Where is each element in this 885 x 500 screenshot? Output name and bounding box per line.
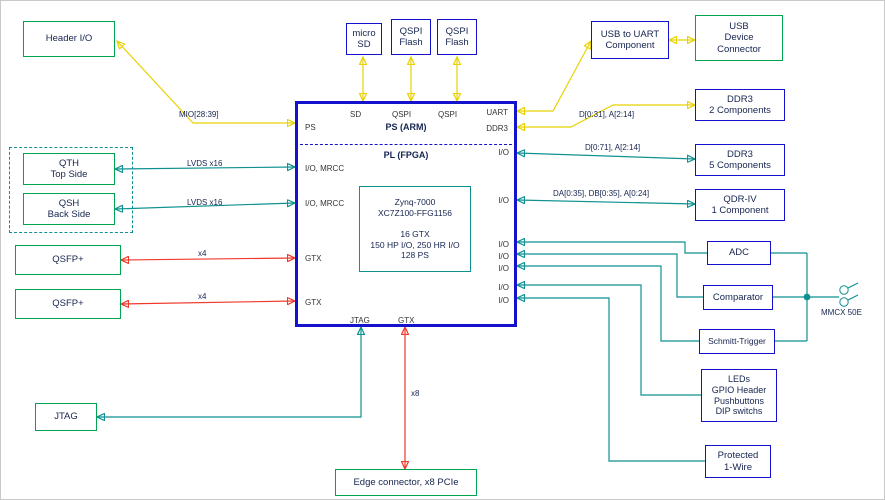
chip-port-ddr3: DDR3 <box>486 124 508 133</box>
qth-qsh-group <box>9 147 133 233</box>
box-qsfp-2: QSFP+ <box>15 289 121 319</box>
conn-ddr3-2 <box>517 105 695 127</box>
box-ddr3-5: DDR3 5 Components <box>695 144 785 176</box>
conn-protected-1wire <box>517 298 705 462</box>
box-qsh-back-side: QSH Back Side <box>23 193 115 225</box>
conn-ddr3-5 <box>517 153 695 159</box>
chip-port-io-comparator: I/O <box>498 252 509 261</box>
box-micro-sd: micro SD <box>346 23 382 55</box>
chip-port-qspi-2: QSPI <box>438 110 458 119</box>
box-usb-uart: USB to UART Component <box>591 21 669 59</box>
ps-pl-divider <box>300 144 512 145</box>
conn-qth-lvds <box>115 167 295 169</box>
box-header-io: Header I/O <box>23 21 115 57</box>
box-usb-device-connector: USB Device Connector <box>695 15 783 61</box>
chip-port-jtag: JTAG <box>350 316 370 325</box>
chip-port-sd: SD <box>350 110 362 119</box>
conn-qsfp-2 <box>121 301 295 304</box>
box-qdr-iv: QDR-IV 1 Component <box>695 189 785 221</box>
bus-label-mio: MIO[28:39] <box>179 110 219 119</box>
box-qspi-flash-2: QSPI Flash <box>437 19 477 55</box>
chip-port-uart: UART <box>486 108 508 117</box>
bus-label-x8: x8 <box>411 389 420 398</box>
conn-uart <box>517 41 591 111</box>
conn-qdr-iv <box>517 200 695 204</box>
zynq-core-info: Zynq-7000 XC7Z100-FFG1156 16 GTX 150 HP … <box>359 186 471 272</box>
bus-label-lvds-back: LVDS x16 <box>187 198 223 207</box>
bus-label-ddr3-2: D[0:31], A[2:14] <box>579 110 635 119</box>
conn-header-io-mio <box>117 41 295 123</box>
box-protected-1wire: Protected 1-Wire <box>705 445 771 478</box>
box-qspi-flash-1: QSPI Flash <box>391 19 431 55</box>
bus-label-ddr3-5: D[0:71], A[2:14] <box>585 143 641 152</box>
chip-port-gtx-1: GTX <box>305 254 322 263</box>
box-leds-gpio: LEDs GPIO Header Pushbuttons DIP switchs <box>701 369 777 422</box>
box-schmitt-trigger: Schmitt-Trigger <box>699 329 775 354</box>
mmcx-label: MMCX 50E <box>821 308 862 317</box>
chip-port-gtx-bottom: GTX <box>398 316 415 325</box>
conn-qsh-lvds <box>115 203 295 209</box>
box-jtag: JTAG <box>35 403 97 431</box>
box-qth-top-side: QTH Top Side <box>23 153 115 185</box>
chip-port-gtx-2: GTX <box>305 298 322 307</box>
conn-schmitt <box>517 266 699 342</box>
box-edge-connector: Edge connector, x8 PCIe <box>335 469 477 496</box>
chip-port-qspi-1: QSPI <box>392 110 412 119</box>
chip-port-io-mrcc-1: I/O, MRCC <box>305 164 345 173</box>
conn-qsfp-1 <box>121 258 295 260</box>
analog-node-net <box>771 252 839 342</box>
chip-port-io-leds: I/O <box>498 283 509 292</box>
chip-pl-fpga-label: PL (FPGA) <box>383 150 429 160</box>
box-comparator: Comparator <box>703 285 773 310</box>
chip-port-io-ddr3-5: I/O <box>498 148 509 157</box>
zynq-chip: SD QSPI QSPI UART PS PS (ARM) DDR3 PL (F… <box>295 101 517 327</box>
conn-leds <box>517 285 701 396</box>
bus-label-x4-bottom: x4 <box>198 292 207 301</box>
bus-label-lvds-top: LVDS x16 <box>187 159 223 168</box>
chip-port-io-schmitt: I/O <box>498 264 509 273</box>
chip-port-io-adc: I/O <box>498 240 509 249</box>
bus-label-x4-top: x4 <box>198 249 207 258</box>
chip-ps-arm-label: PS (ARM) <box>385 122 427 132</box>
conn-comparator <box>517 254 703 298</box>
bus-label-qdr: DA[0:35], DB[0:35], A[0:24] <box>553 189 650 198</box>
chip-port-io-1wire: I/O <box>498 296 509 305</box>
chip-port-io-mrcc-2: I/O, MRCC <box>305 199 345 208</box>
box-qsfp-1: QSFP+ <box>15 245 121 275</box>
box-adc: ADC <box>707 241 771 265</box>
mmcx-connector-icon <box>839 282 859 307</box>
chip-port-io-qdr: I/O <box>498 196 509 205</box>
conn-jtag <box>97 327 361 417</box>
box-ddr3-2: DDR3 2 Components <box>695 89 785 121</box>
signal-node-dot <box>803 293 811 301</box>
chip-port-ps: PS <box>305 123 316 132</box>
conn-adc <box>517 242 707 254</box>
